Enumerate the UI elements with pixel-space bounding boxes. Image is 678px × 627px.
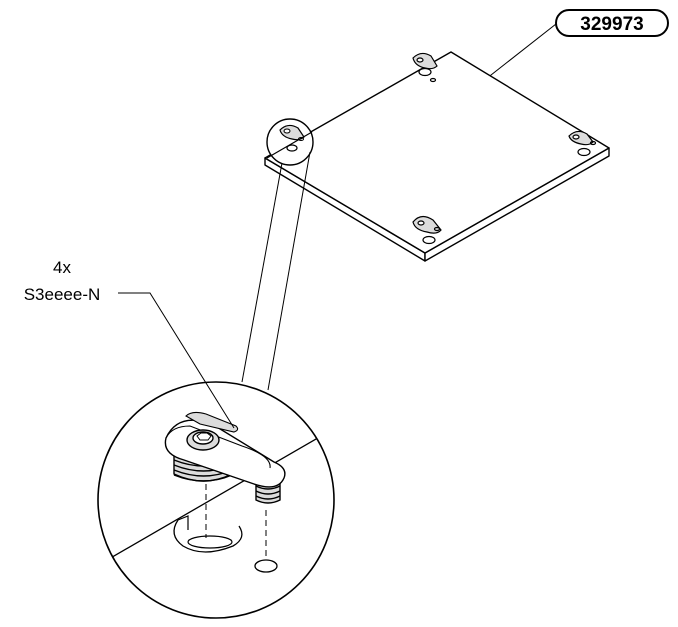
detail-tangent-right [267,151,311,391]
cam-fitting-right [568,130,597,157]
part-number-badge: 329973 [555,9,669,37]
detail-view [97,381,335,619]
part-number-text: 329973 [580,14,643,35]
screw-shank [255,482,281,504]
part-number-badge-frame [555,9,669,37]
cam-fitting-detail [164,411,286,504]
panel-top-face [264,51,610,254]
screw-hole [254,559,278,573]
callout-quantity: 4x [53,258,71,277]
hardware-callout: 4x S3eeee-N [24,258,235,429]
detail-tangent-left [241,162,283,383]
cam-fitting-back [412,52,438,83]
detail-reference-circle [266,118,314,166]
panel [264,51,610,262]
callout-leader-line [118,292,235,429]
cam-fitting-front [412,215,442,245]
detail-circle-frame [97,381,335,619]
callout-code: S3eeee-N [24,285,101,304]
